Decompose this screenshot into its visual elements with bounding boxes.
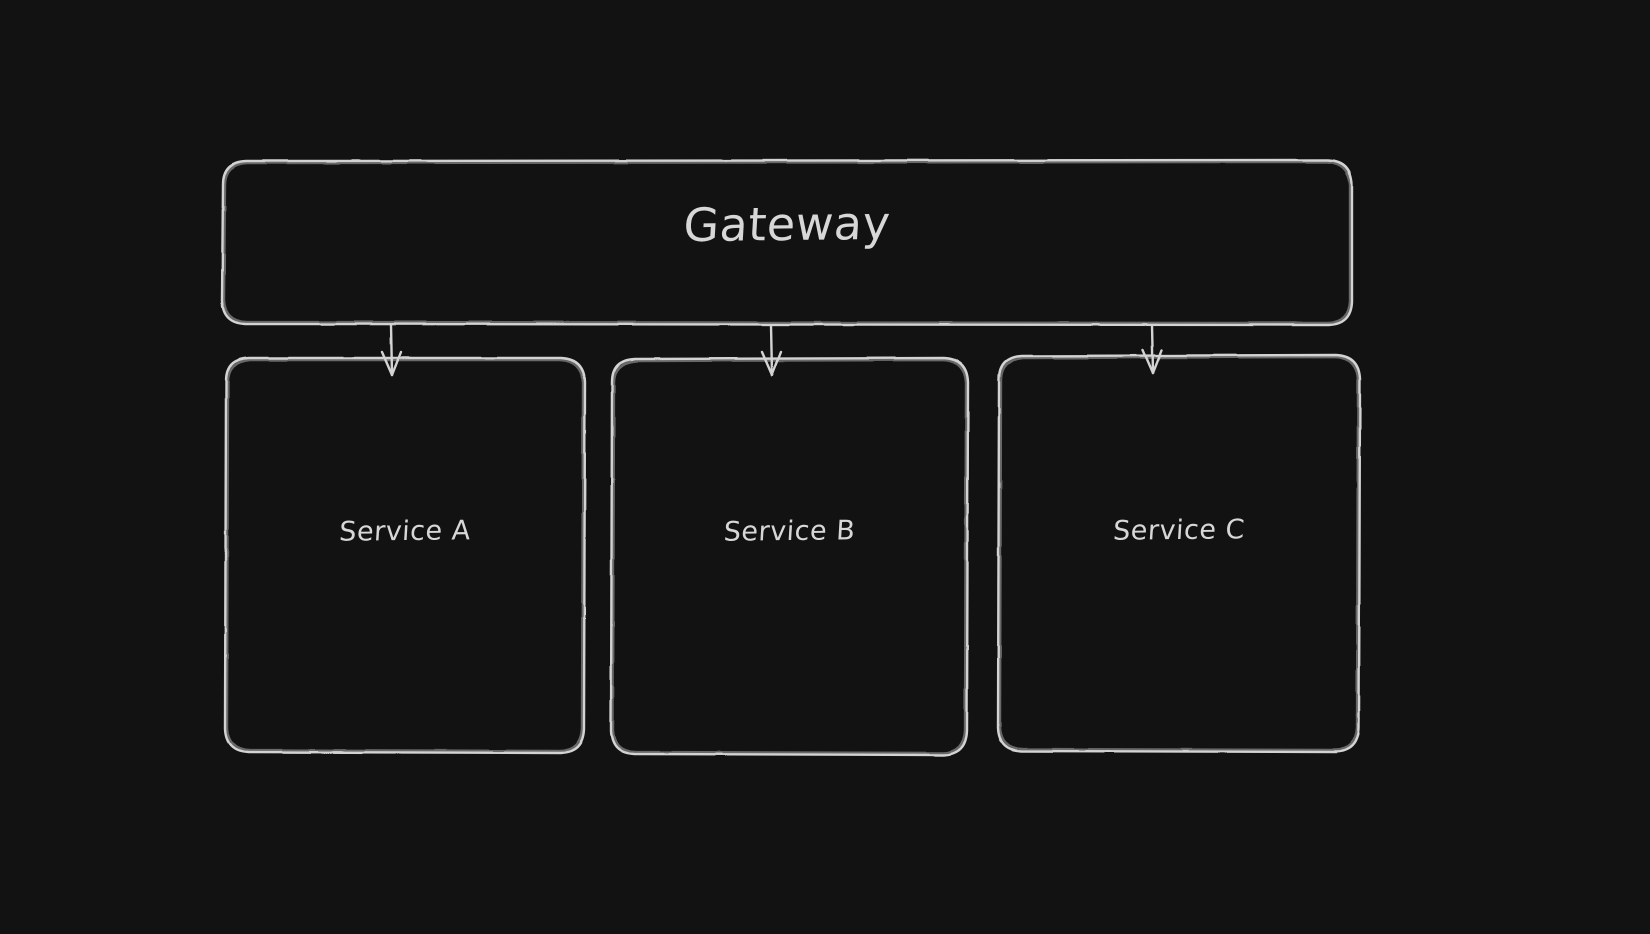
- service-b-node-outline[interactable]: [609, 356, 970, 757]
- edge-gateway-to-service-c[interactable]: [1141, 323, 1164, 375]
- edge-gateway-to-service-a[interactable]: [380, 323, 403, 377]
- edge-gateway-to-service-b[interactable]: [760, 323, 783, 377]
- service-c-node[interactable]: [998, 374, 1360, 752]
- gateway-node[interactable]: [222, 160, 1352, 325]
- service-a-node-outline[interactable]: [223, 356, 587, 755]
- service-b-node[interactable]: [611, 377, 968, 755]
- service-a-node[interactable]: [225, 377, 585, 753]
- gateway-node-outline[interactable]: [220, 158, 1354, 327]
- service-c-node-outline[interactable]: [996, 353, 1362, 754]
